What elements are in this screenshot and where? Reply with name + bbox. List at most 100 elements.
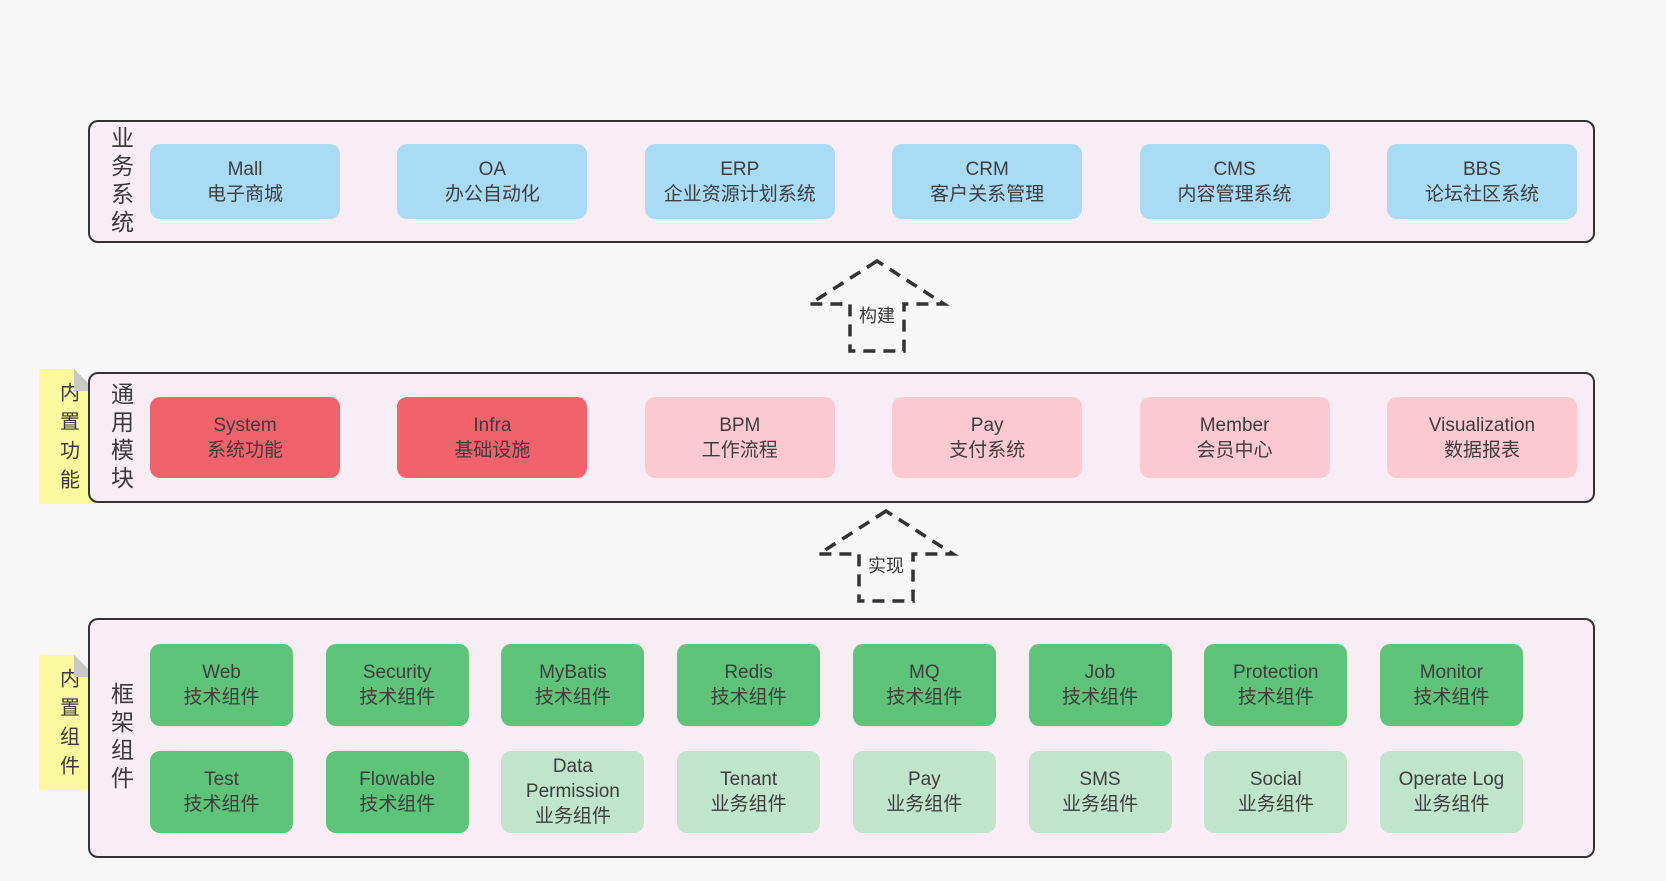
band-business-systems: 业务系统 Mall 电子商城 OA 办公自动化 ERP 企业资源计划系统 CRM 客户关系管理… [88, 120, 1595, 243]
box-name-en: ERP [720, 158, 760, 180]
band-label: 通用模块 [107, 381, 134, 494]
module-box-operate-log: Operate Log 业务组件 [1379, 750, 1523, 833]
box-name-zh: 内容管理系统 [1177, 183, 1292, 205]
box-name-zh: 业务组件 [886, 793, 963, 815]
box-name-zh: 数据报表 [1443, 439, 1520, 461]
box-name-en: Redis [724, 661, 773, 683]
box-name-zh: 技术组件 [359, 686, 436, 708]
box-name-en: Social [1249, 768, 1302, 790]
box-name-en: BBS [1462, 158, 1501, 180]
box-name-en: Mall [227, 158, 263, 180]
module-box-bbs: BBS 论坛社区系统 [1386, 144, 1577, 219]
module-box-protection: Protection 技术组件 [1204, 643, 1348, 726]
module-box-data-permission: Data Permission 业务组件 [501, 750, 645, 833]
module-box-flowable: Flowable 技术组件 [325, 750, 469, 833]
box-name-zh: 业务组件 [534, 806, 611, 827]
box-name-en: CMS [1213, 158, 1256, 180]
box-name-en: Member [1199, 414, 1270, 436]
box-name-zh: 技术组件 [183, 793, 260, 815]
box-name-zh: 技术组件 [1062, 686, 1139, 708]
module-box-system: System 系统功能 [150, 397, 340, 478]
box-name-en: Operate Log [1398, 768, 1505, 790]
box-name-en: Web [202, 661, 241, 683]
band-label: 业务系统 [107, 125, 134, 238]
box-name-en: Protection [1232, 661, 1319, 683]
module-box-crm: CRM 客户关系管理 [892, 144, 1083, 219]
band-label-column: 框架组件 [90, 682, 150, 794]
box-name-en: Job [1084, 661, 1116, 683]
box-name-en: BPM [719, 414, 761, 436]
box-name-en: System [213, 414, 277, 436]
up-arrow-icon [804, 258, 950, 353]
band-label-column: 业务系统 [90, 126, 150, 238]
module-box-job: Job 技术组件 [1028, 643, 1172, 726]
box-name-zh: 基础设施 [454, 439, 531, 461]
box-name-en: Security [362, 661, 432, 683]
module-box-cms: CMS 内容管理系统 [1139, 144, 1330, 219]
module-box-member: Member 会员中心 [1139, 397, 1330, 478]
box-name-en: SMS [1079, 768, 1121, 790]
box-name-zh: 企业资源计划系统 [663, 183, 816, 205]
box-name-zh: 技术组件 [183, 686, 260, 708]
implement-arrow: 实现 [811, 506, 961, 606]
box-name-zh: 会员中心 [1196, 439, 1273, 461]
module-box-tenant: Tenant 业务组件 [677, 750, 821, 833]
sticky-note-label: 内置功能 [56, 382, 79, 498]
box-name-zh: 技术组件 [359, 793, 436, 815]
box-name-zh: 业务组件 [710, 793, 787, 815]
box-name-zh: 论坛社区系统 [1424, 183, 1539, 205]
box-name-en: Visualization [1428, 414, 1536, 436]
module-box-bpm: BPM 工作流程 [644, 397, 835, 478]
box-name-en: Pay [970, 414, 1004, 436]
box-name-zh: 技术组件 [710, 686, 787, 708]
box-name-zh: 系统功能 [206, 439, 283, 461]
band-label: 框架组件 [107, 682, 134, 794]
box-name-en: Test [204, 768, 239, 790]
module-box-pay: Pay 业务组件 [852, 750, 996, 833]
box-name-en: CRM [965, 158, 1009, 180]
up-arrow-icon [813, 508, 959, 603]
box-name-zh: 业务组件 [1237, 793, 1314, 815]
box-name-en: Tenant [720, 768, 778, 790]
box-name-en: Data Permission [525, 756, 620, 802]
module-box-mall: Mall 电子商城 [150, 144, 340, 219]
module-box-social: Social 业务组件 [1204, 750, 1348, 833]
build-arrow: 构建 [802, 256, 952, 356]
module-box-monitor: Monitor 技术组件 [1379, 643, 1523, 726]
box-name-zh: 业务组件 [1413, 793, 1490, 815]
band-label-column: 通用模块 [90, 382, 150, 494]
box-name-zh: 办公自动化 [444, 183, 540, 205]
sticky-note-label: 内置组件 [56, 668, 79, 784]
module-box-test: Test 技术组件 [150, 750, 293, 833]
band-boxes: Mall 电子商城 OA 办公自动化 ERP 企业资源计划系统 CRM 客户关系管理 CMS 内容… [150, 144, 1593, 219]
box-name-zh: 工作流程 [701, 439, 778, 461]
module-box-pay: Pay 支付系统 [892, 397, 1083, 478]
box-name-zh: 客户关系管理 [930, 183, 1045, 205]
box-name-en: MQ [909, 661, 940, 683]
module-box-oa: OA 办公自动化 [397, 144, 588, 219]
box-name-zh: 技术组件 [886, 686, 963, 708]
module-box-mq: MQ 技术组件 [852, 643, 996, 726]
box-name-en: Flowable [359, 768, 436, 790]
sticky-note-built-in-features: 内置功能 [39, 369, 96, 504]
box-name-en: Monitor [1419, 661, 1484, 683]
box-name-en: OA [478, 158, 507, 180]
module-box-web: Web 技术组件 [150, 643, 293, 726]
box-name-en: Pay [907, 768, 941, 790]
box-name-zh: 技术组件 [1237, 686, 1314, 708]
box-name-zh: 电子商城 [206, 183, 283, 205]
arrow-label: 构建 [854, 300, 900, 330]
box-name-zh: 技术组件 [1413, 686, 1490, 708]
box-name-zh: 技术组件 [534, 686, 611, 708]
box-name-zh: 支付系统 [949, 439, 1026, 461]
